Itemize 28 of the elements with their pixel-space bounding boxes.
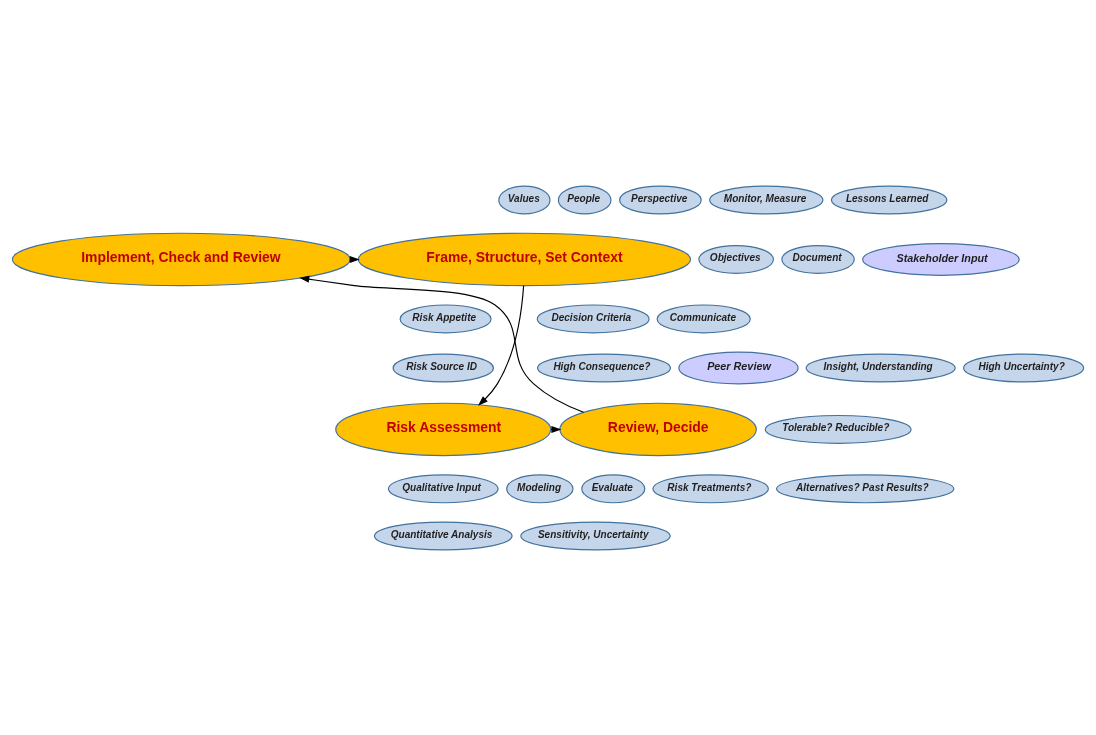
- node-ellipse: Quantitative Analysis: [373, 521, 513, 550]
- arrow: [478, 284, 525, 406]
- node-ellipse: Perspective: [619, 185, 702, 214]
- node-ellipse: Decision Criteria: [536, 303, 650, 333]
- node-ellipse: Modeling: [506, 473, 574, 503]
- node-ellipse: Tolerable? Reducible?: [764, 414, 912, 444]
- node-ellipse: Alternatives? Past Results?: [775, 473, 955, 503]
- node-ellipse: Sensitivity, Uncertainty: [520, 521, 671, 550]
- node-ellipse: Evaluate: [581, 473, 646, 503]
- node-ellipse: Document: [781, 244, 855, 274]
- node-ellipse: Stakeholder Input: [862, 242, 1020, 276]
- node-ellipse: People: [557, 185, 612, 214]
- node-ellipse: Review, Decide: [559, 402, 757, 456]
- node-ellipse: Peer Review: [678, 351, 799, 384]
- node-ellipse: Qualitative Input: [387, 473, 499, 503]
- arrow: [299, 275, 585, 413]
- node-ellipse: Values: [498, 185, 551, 214]
- node-ellipse: Risk Source ID: [392, 353, 494, 382]
- node-ellipse: High Consequence?: [536, 353, 672, 382]
- node-ellipse: Frame, Structure, Set Context: [357, 232, 692, 286]
- node-ellipse: Risk Appetite: [399, 303, 492, 333]
- node-ellipse: Lessons Learned: [830, 185, 948, 214]
- node-ellipse: High Uncertainty?: [963, 353, 1085, 382]
- node-ellipse: Insight, Understanding: [805, 353, 956, 382]
- node-ellipse: Monitor, Measure: [709, 185, 824, 214]
- node-ellipse: Objectives: [698, 244, 774, 274]
- node-ellipse: Risk Treatments?: [652, 473, 769, 503]
- node-ellipse: Communicate: [656, 303, 751, 333]
